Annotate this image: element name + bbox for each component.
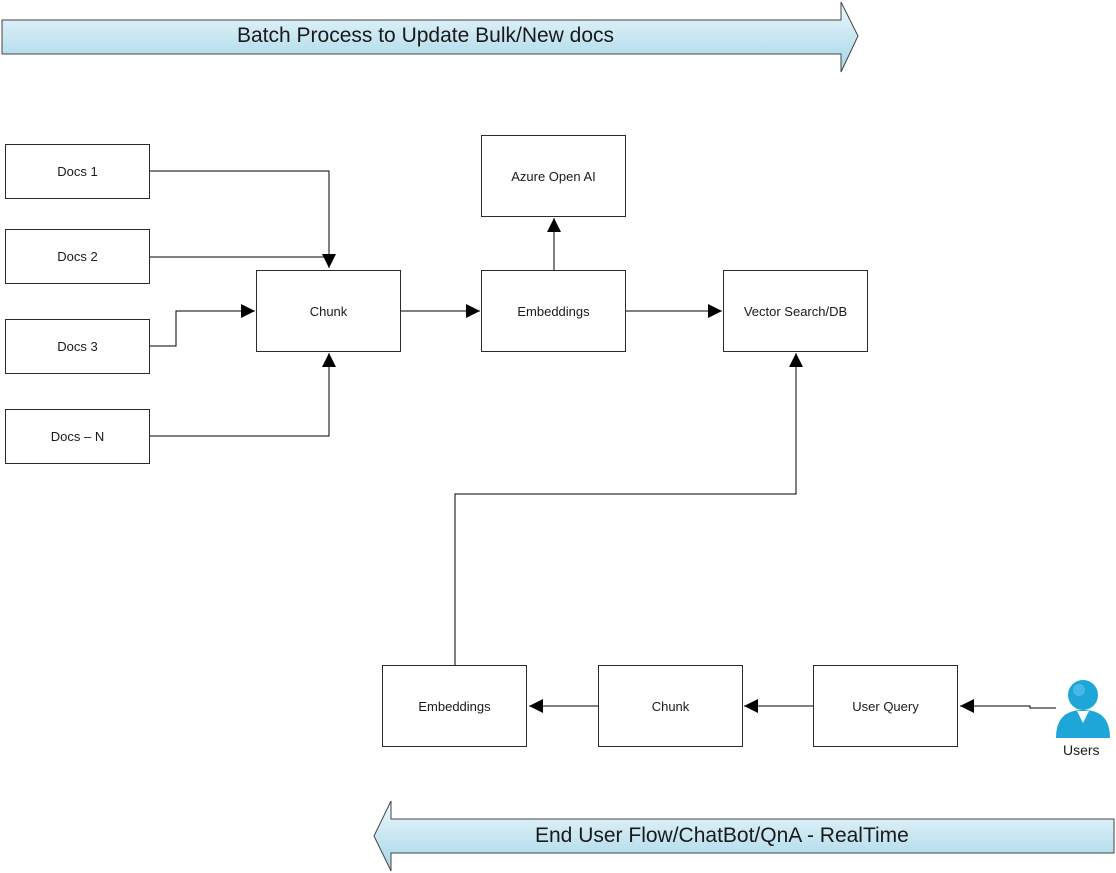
embeddings-box: Embeddings [481, 270, 626, 352]
connector-rt-embeddings-vectordb [454, 353, 803, 666]
chunk-box: Chunk [256, 270, 401, 352]
azure-openai-box: Azure Open AI [481, 135, 626, 217]
top-banner-label: Batch Process to Update Bulk/New docs [237, 24, 615, 47]
rt-embeddings-box: Embeddings [382, 665, 527, 747]
connector-docs3-chunk [149, 304, 255, 347]
rt-chunk-box: Chunk [598, 665, 743, 747]
connector-docsn-chunk [149, 353, 336, 437]
docs-n-box: Docs – N [5, 409, 150, 464]
users-label: Users [1063, 742, 1100, 758]
connector-users-query [960, 699, 1056, 713]
connector-docs1-chunk [149, 170, 336, 268]
vector-search-db-box: Vector Search/DB [723, 270, 868, 352]
docs-1-box: Docs 1 [5, 144, 150, 199]
bottom-banner-label: End User Flow/ChatBot/QnA - RealTime [535, 824, 909, 847]
docs-3-box: Docs 3 [5, 319, 150, 374]
docs-2-box: Docs 2 [5, 229, 150, 284]
user-query-box: User Query [813, 665, 958, 747]
person-icon [1056, 680, 1110, 738]
top-banner-arrow [1, 1, 859, 73]
bottom-banner-arrow [373, 800, 1115, 872]
